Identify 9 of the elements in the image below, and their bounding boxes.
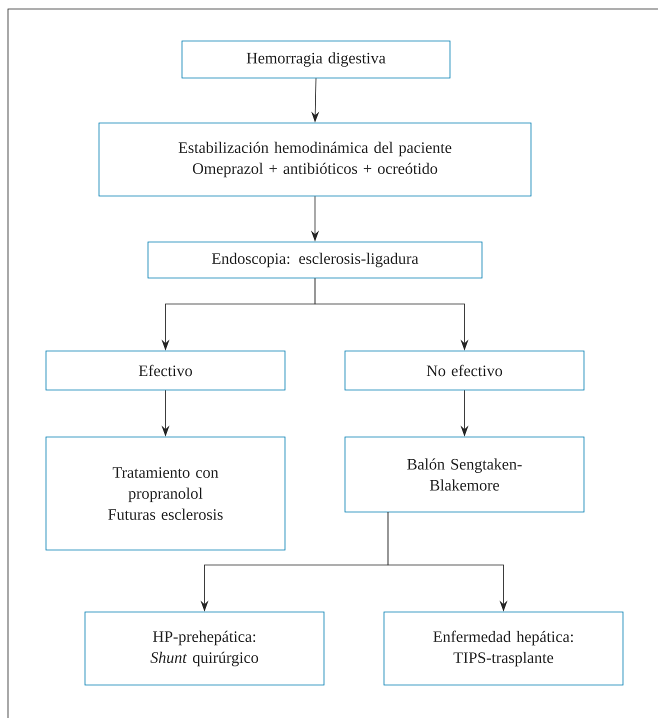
process-box: Endoscopia: esclerosis-ligadura [148, 242, 482, 278]
process-box: Efectivo [46, 350, 286, 390]
process-box: Balón Sengtaken-Blakemore [344, 436, 584, 512]
process-box: HP-prehepática: Shunt quirúrgico [84, 612, 324, 686]
process-box: Estabilización hemodinámica del paciente Omeprazol + antibióticos + ocreótido [98, 122, 532, 196]
process-box: Tratamiento con propranolol Futuras esclerosis [46, 436, 286, 550]
process-box: Enfermedad hepática: TIPS-trasplante [384, 612, 624, 686]
process-box: Hemorragia digestiva [182, 40, 450, 78]
process-box: No efectivo [344, 350, 584, 390]
